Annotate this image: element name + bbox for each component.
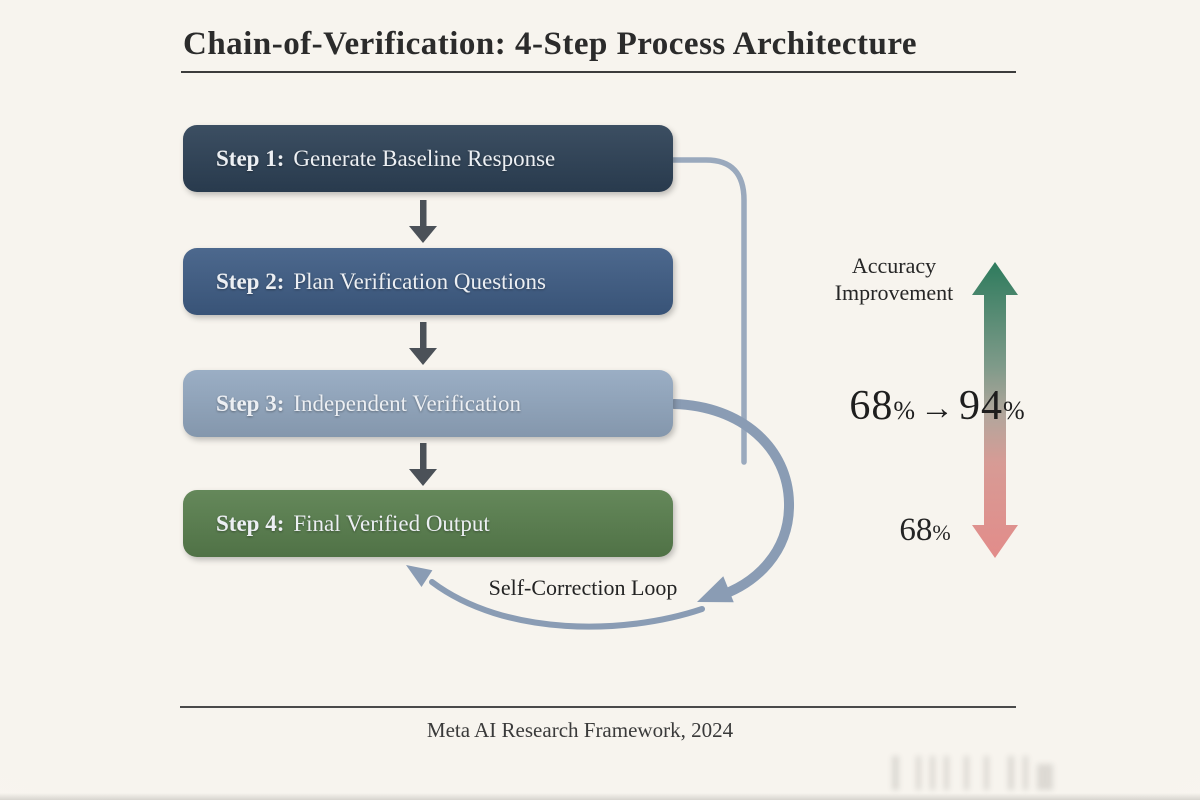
loop-connector-step3-arc (669, 399, 795, 602)
step-box-3: Step 3: Independent Verification (183, 370, 673, 437)
down-arrow-icon-3 (409, 443, 437, 486)
percent-sign: % (1003, 396, 1026, 425)
step-4-title: Final Verified Output (293, 510, 490, 536)
step-box-1: Step 1: Generate Baseline Response (183, 125, 673, 192)
accuracy-improvement-value: 68%→94% (830, 382, 1045, 430)
step-2-label: Step 2: (216, 268, 285, 294)
accuracy-heading-line2: Improvement (834, 280, 954, 305)
percent-sign: % (932, 520, 951, 545)
accuracy-heading: Accuracy Improvement (814, 252, 974, 306)
title-divider (181, 71, 1016, 73)
watermark (892, 750, 1062, 790)
baseline-accuracy-value: 68% (880, 512, 970, 549)
step-2-title: Plan Verification Questions (293, 268, 546, 294)
baseline-number: 68 (899, 512, 933, 548)
step-box-4: Step 4: Final Verified Output (183, 490, 673, 557)
accuracy-from-value: 68 (849, 383, 894, 429)
footer-caption: Meta AI Research Framework, 2024 (426, 718, 734, 742)
accuracy-to-value: 94 (959, 383, 1003, 429)
accuracy-heading-line1: Accuracy (851, 253, 937, 278)
self-correction-loop-label: Self-Correction Loop (488, 575, 678, 600)
footer-divider (180, 706, 1016, 708)
loop-connector-step1 (670, 157, 747, 465)
step-3-label: Step 3: (216, 390, 285, 416)
step-1-title: Generate Baseline Response (293, 145, 556, 171)
page-title: Chain-of-Verification: 4-Step Process Ar… (183, 26, 918, 62)
step-4-label: Step 4: (216, 510, 285, 536)
step-3-title: Independent Verification (293, 390, 521, 416)
down-arrow-icon-2 (409, 322, 437, 365)
loop-arrowhead-left-icon (406, 565, 433, 588)
step-1-label: Step 1: (216, 145, 285, 171)
step-box-2: Step 2: Plan Verification Questions (183, 248, 673, 315)
percent-sign: % (893, 396, 916, 425)
down-arrow-icon-1 (409, 200, 437, 243)
bottom-edge-shadow (0, 793, 1200, 800)
right-arrow-glyph: → (920, 390, 955, 427)
